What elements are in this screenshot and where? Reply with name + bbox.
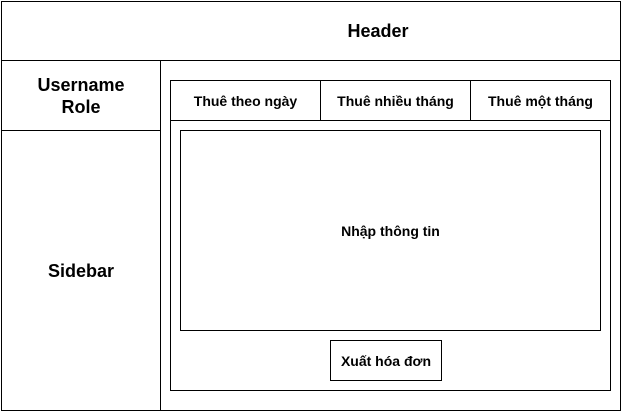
- username-label: Username: [37, 74, 125, 95]
- user-info: Username Role: [37, 74, 124, 118]
- input-info-label: Nhập thông tin: [341, 222, 440, 239]
- user-panel: Username Role: [1, 60, 161, 131]
- export-invoice-label: Xuất hóa đơn: [340, 352, 432, 369]
- header-label: Header: [347, 21, 409, 41]
- header: Header: [1, 1, 621, 61]
- export-invoice-button[interactable]: Xuất hóa đơn: [330, 340, 442, 381]
- tab-one-month-rental-label: Thuê một tháng: [488, 92, 593, 109]
- input-info-area[interactable]: Nhập thông tin: [180, 130, 601, 331]
- tab-one-month-rental[interactable]: Thuê một tháng: [470, 80, 611, 121]
- sidebar-label: Sidebar: [47, 260, 115, 281]
- tab-daily-rental[interactable]: Thuê theo ngày: [170, 80, 321, 121]
- sidebar: Sidebar: [1, 130, 161, 411]
- tab-multi-month-rental[interactable]: Thuê nhiều tháng: [320, 80, 471, 121]
- tab-daily-rental-label: Thuê theo ngày: [193, 92, 298, 109]
- role-label: Role: [61, 96, 101, 117]
- tab-multi-month-rental-label: Thuê nhiều tháng: [337, 92, 454, 109]
